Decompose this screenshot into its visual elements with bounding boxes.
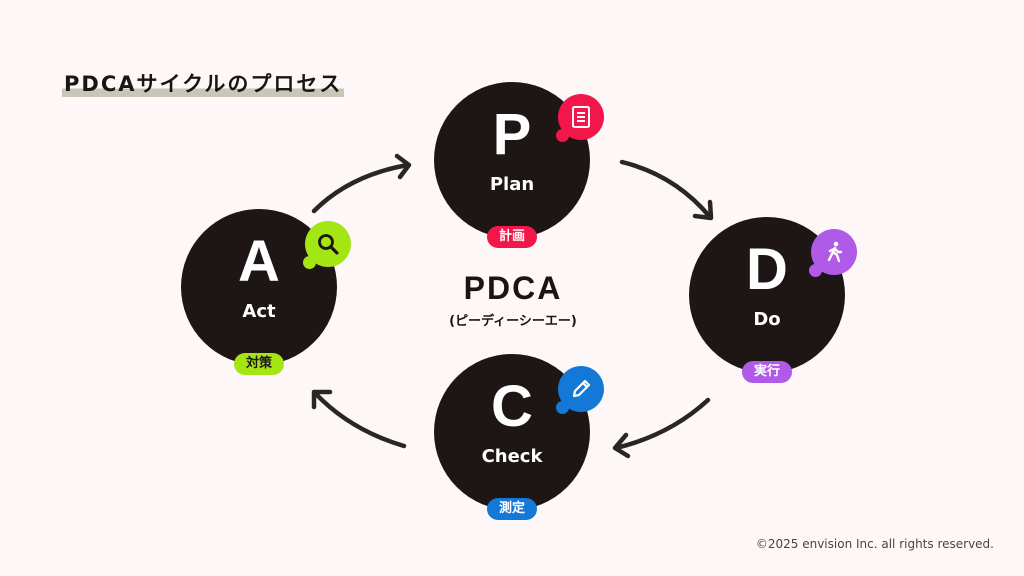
magnifier-icon bbox=[318, 234, 339, 255]
copyright: ©2025 envision Inc. all rights reserved. bbox=[755, 537, 994, 551]
icon-bubble bbox=[303, 221, 351, 269]
center-title: PDCA bbox=[463, 270, 563, 306]
node-act: A Act 対策 bbox=[181, 209, 351, 375]
node-check: C Check 測定 bbox=[434, 354, 604, 520]
document-icon bbox=[572, 106, 590, 128]
node-badge: 対策 bbox=[233, 353, 285, 375]
node-letter: A bbox=[238, 229, 280, 294]
node-letter: D bbox=[746, 237, 788, 302]
node-word: Do bbox=[753, 309, 781, 330]
node-do: D Do 実行 bbox=[689, 217, 857, 383]
arrow-plan-to-do bbox=[619, 159, 714, 221]
arrow-check-to-act bbox=[311, 389, 407, 449]
node-letter: P bbox=[492, 102, 532, 167]
node-plan: P Plan 計画 bbox=[434, 82, 604, 248]
arrow-act-to-plan bbox=[311, 153, 412, 214]
pencil-icon bbox=[572, 379, 591, 398]
icon-bubble bbox=[809, 229, 857, 277]
icon-bubble bbox=[556, 94, 604, 142]
node-letter: C bbox=[491, 374, 533, 439]
center-label: PDCA (ピーディーシーエー) bbox=[430, 272, 596, 329]
walking-person-icon bbox=[827, 241, 843, 263]
node-word: Plan bbox=[489, 174, 535, 195]
arrow-do-to-check bbox=[612, 397, 711, 459]
node-word: Act bbox=[242, 301, 276, 322]
node-badge: 計画 bbox=[486, 226, 538, 248]
icon-bubble bbox=[556, 366, 604, 414]
node-badge: 実行 bbox=[741, 361, 793, 383]
node-word: Check bbox=[481, 446, 543, 467]
page-title: PDCAサイクルのプロセス bbox=[62, 68, 345, 98]
node-badge: 測定 bbox=[486, 498, 538, 520]
center-reading: (ピーディーシーエー) bbox=[449, 314, 577, 329]
